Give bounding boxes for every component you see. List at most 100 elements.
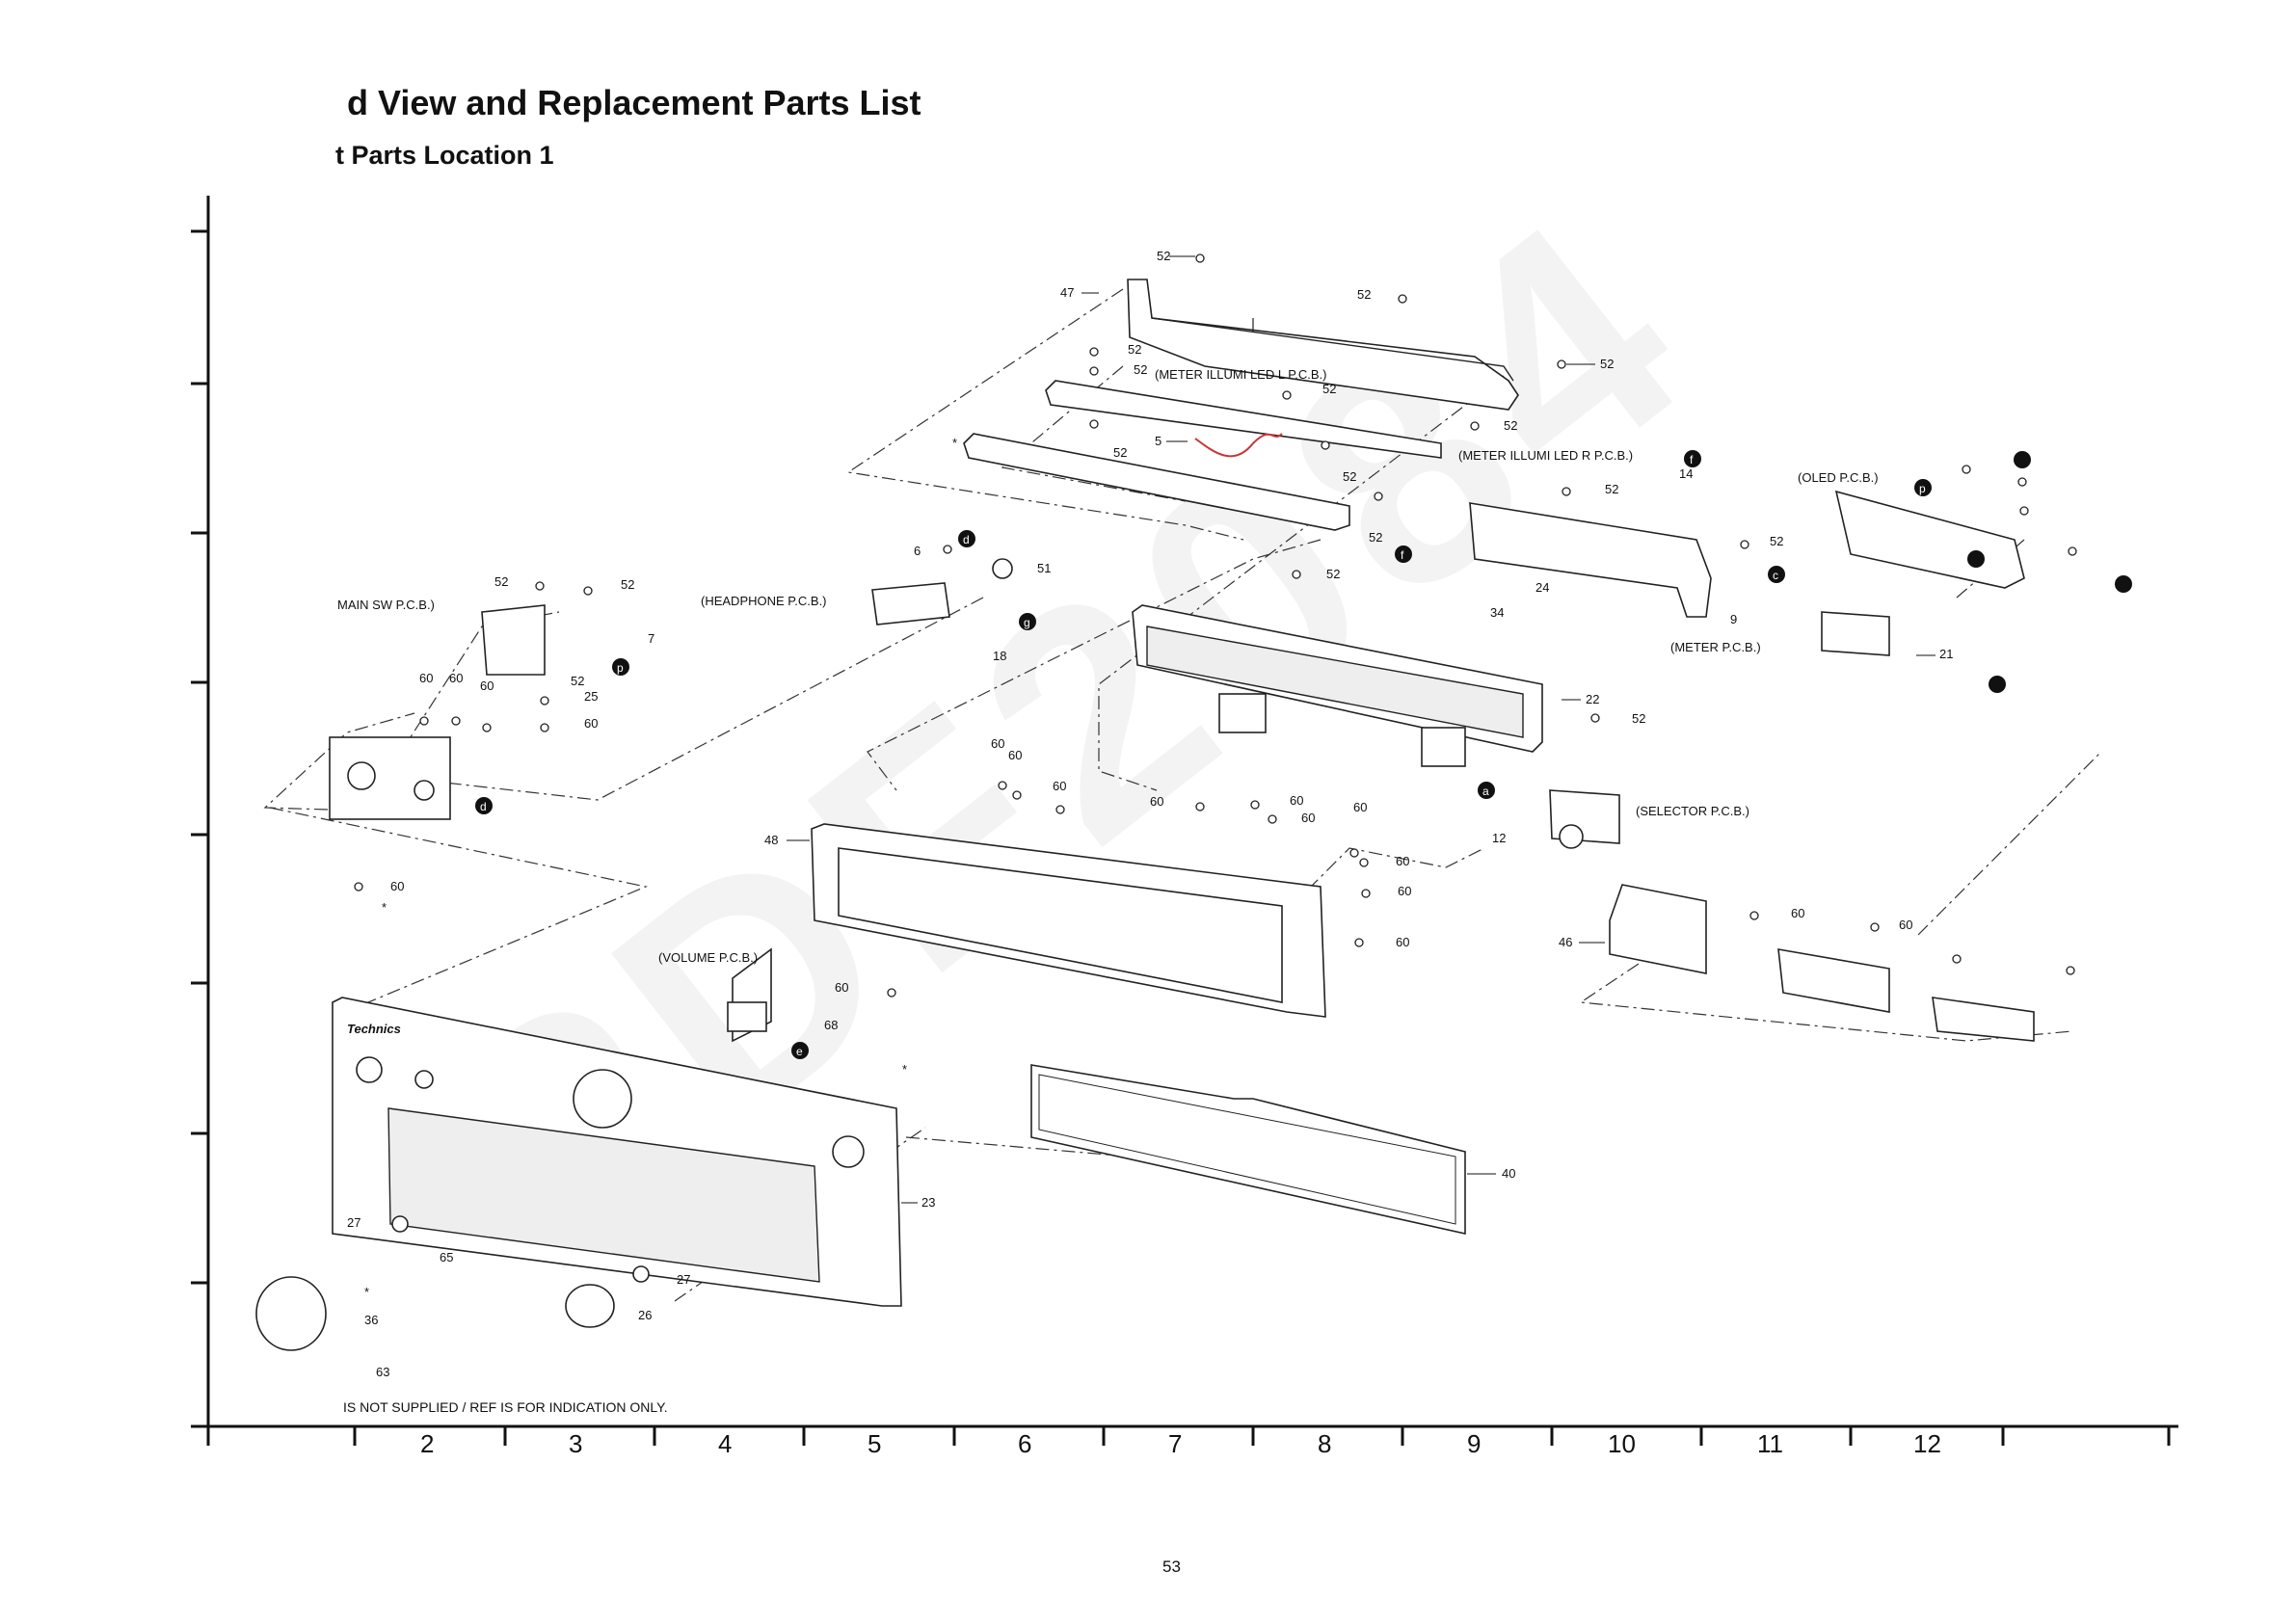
part-ref: 63 — [376, 1365, 389, 1379]
part-ref: 60 — [1353, 800, 1367, 814]
part-ref: 22 — [1586, 692, 1599, 706]
part-ref: 60 — [835, 980, 848, 995]
part-ref: 52 — [1113, 445, 1127, 460]
part-ref: 52 — [571, 674, 584, 688]
part-ref: 52 — [1128, 342, 1141, 357]
part-ref: 65 — [440, 1250, 453, 1264]
pcb-label-selector: (SELECTOR P.C.B.) — [1636, 804, 1749, 818]
led-bar-part — [963, 380, 1442, 531]
part-ref: 52 — [1600, 357, 1614, 371]
front-panel-part: Technics — [332, 997, 902, 1307]
part-ref: 60 — [1396, 854, 1409, 868]
part-ref: 68 — [824, 1018, 838, 1032]
column-numbers: 2 3 4 5 6 7 8 9 10 11 12 — [420, 1429, 1941, 1458]
main-sw-pcb-part — [329, 604, 546, 820]
part-ref: 7 — [648, 631, 654, 646]
part-ref: 52 — [1326, 567, 1340, 581]
part-ref: 52 — [1504, 418, 1517, 433]
column-number: 7 — [1168, 1429, 1182, 1458]
part-ref: 6 — [914, 544, 921, 558]
part-ref: 46 — [1559, 935, 1572, 949]
footer-note: IS NOT SUPPLIED / REF IS FOR INDICATION … — [343, 1399, 668, 1415]
part-ref: 23 — [921, 1195, 935, 1210]
bottom-ticks — [206, 1426, 2171, 1446]
part-ref: 40 — [1502, 1166, 1515, 1181]
inner-frame-part — [811, 823, 1326, 1018]
column-number: 6 — [1018, 1429, 1031, 1458]
part-ref: 52 — [621, 577, 634, 592]
column-number: 8 — [1318, 1429, 1331, 1458]
part-ref: 47 — [1060, 285, 1074, 300]
pcb-label-meter-illumi-r: (METER ILLUMI LED R P.C.B.) — [1458, 448, 1633, 463]
screw-icons — [354, 253, 2077, 998]
part-ref: 60 — [1899, 918, 1912, 932]
part-ref: 48 — [764, 833, 778, 847]
knobs-part — [255, 1215, 650, 1351]
part-ref: 52 — [1605, 482, 1618, 496]
bottom-bracket-part — [1609, 884, 2035, 1042]
part-ref: 25 — [584, 689, 598, 704]
part-ref: 52 — [1357, 287, 1371, 302]
part-ref: 60 — [1396, 935, 1409, 949]
connector-marker-e: e — [796, 1045, 803, 1058]
meter-pcb-part — [1469, 502, 1712, 618]
column-number: 3 — [569, 1429, 582, 1458]
part-ref: 52 — [1134, 362, 1147, 377]
part-ref: 60 — [1053, 779, 1066, 793]
connector-marker-f2: f — [1401, 548, 1404, 562]
pcb-label-volume: (VOLUME P.C.B.) — [658, 950, 758, 965]
part-ref: * — [364, 1285, 369, 1299]
column-number: 5 — [868, 1429, 881, 1458]
column-number: 2 — [420, 1429, 434, 1458]
pcb-label-oled: (OLED P.C.B.) — [1798, 470, 1879, 485]
part-ref: 60 — [449, 671, 463, 685]
part-ref: 24 — [1535, 580, 1549, 595]
part-ref: 52 — [1632, 711, 1645, 726]
column-number: 4 — [718, 1429, 732, 1458]
connector-marker-d2: d — [480, 800, 487, 813]
part-ref: 52 — [494, 574, 508, 589]
pcb-labels: (METER ILLUMI LED L P.C.B.) (METER ILLUM… — [337, 367, 1879, 965]
column-number: 10 — [1608, 1429, 1636, 1458]
part-ref-labels: 52 47 52 52 52 52 52 52 52 5 52 52 52 14… — [347, 249, 1953, 1379]
connector-marker-f: f — [1690, 453, 1694, 466]
part-ref: 27 — [677, 1272, 690, 1287]
part-ref: 60 — [480, 678, 494, 693]
part-ref: 52 — [1343, 469, 1356, 484]
part-ref: 51 — [1037, 561, 1051, 575]
volume-pcb-part — [727, 947, 772, 1043]
part-ref: 27 — [347, 1215, 360, 1230]
black-dot-markers — [1967, 451, 2132, 693]
meter-housing-part — [1132, 604, 1543, 767]
headphone-pcb-part — [871, 558, 1013, 625]
part-ref: 36 — [364, 1313, 378, 1327]
part-ref: 26 — [638, 1308, 652, 1322]
oled-pcb-part — [1821, 490, 2025, 656]
part-ref: 12 — [1492, 831, 1506, 845]
pcb-label-main-sw: MAIN SW P.C.B.) — [337, 598, 435, 612]
part-ref: * — [382, 900, 387, 915]
connector-marker-c: c — [1773, 569, 1778, 582]
selector-pcb-part — [1549, 789, 1620, 849]
part-ref: 60 — [419, 671, 433, 685]
part-ref: 60 — [991, 736, 1004, 751]
part-ref: 52 — [1322, 382, 1336, 396]
left-ticks — [191, 229, 208, 1285]
connector-marker-p2: p — [617, 661, 624, 675]
connector-marker-p: p — [1919, 482, 1926, 495]
page-title: d View and Replacement Parts List — [347, 83, 921, 122]
column-number: 12 — [1913, 1429, 1941, 1458]
pcb-label-headphone: (HEADPHONE P.C.B.) — [701, 594, 827, 608]
page-subtitle: t Parts Location 1 — [335, 141, 554, 170]
column-number: 9 — [1467, 1429, 1481, 1458]
part-ref: 60 — [1301, 811, 1315, 825]
part-ref: 60 — [390, 879, 404, 893]
column-number: 11 — [1757, 1429, 1783, 1458]
part-ref: 60 — [1791, 906, 1804, 920]
part-ref: 9 — [1730, 612, 1737, 626]
pcb-label-meter: (METER P.C.B.) — [1670, 640, 1761, 654]
window-part — [1030, 1064, 1466, 1235]
leader-lines — [787, 255, 1936, 1204]
part-ref: 52 — [1770, 534, 1783, 548]
